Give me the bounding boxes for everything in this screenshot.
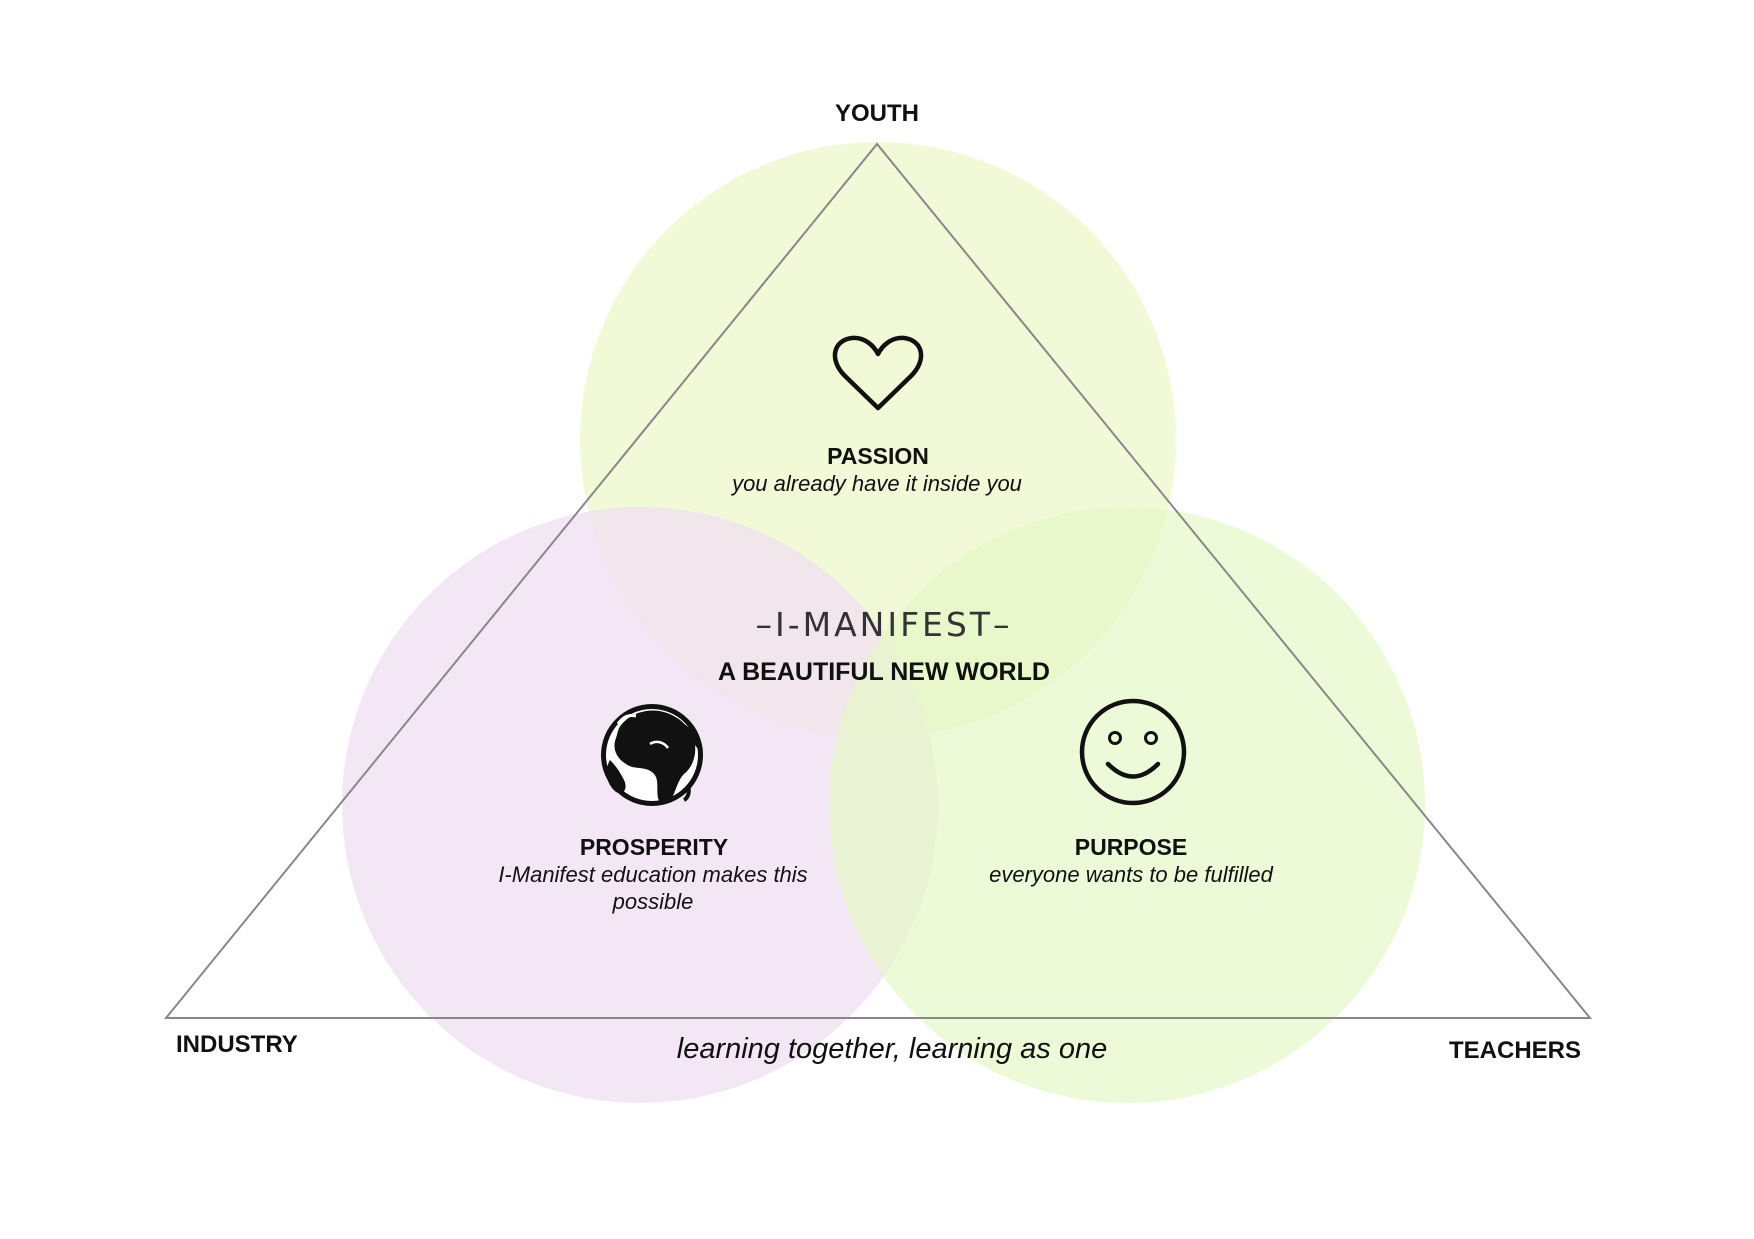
purpose-title: PURPOSE [1075,834,1187,860]
venn-circles [342,142,1425,1103]
passion-subtitle: you already have it inside you [730,471,1022,496]
purpose-circle [829,507,1425,1103]
prosperity-subtitle-line1: I-Manifest education makes this [498,862,807,887]
vertex-label-youth: YOUTH [835,100,919,127]
motto-text: learning together, learning as one [677,1033,1107,1065]
passion-title: PASSION [827,443,929,469]
smiley-face-icon [1079,698,1187,806]
center-tagline: A BEAUTIFUL NEW WORLD [718,658,1050,686]
purpose-subtitle: everyone wants to be fulfilled [989,862,1273,887]
brand-name: –I-MANIFEST– [755,605,1012,644]
vertex-label-teachers: TEACHERS [1449,1037,1581,1064]
prosperity-circle [342,507,938,1103]
prosperity-subtitle-line2: possible [612,889,694,914]
prosperity-title: PROSPERITY [580,834,728,860]
vertex-label-industry: INDUSTRY [176,1031,298,1058]
globe-icon [601,704,703,806]
stakeholder-triangle [163,142,1593,1019]
heart-icon [832,335,924,411]
